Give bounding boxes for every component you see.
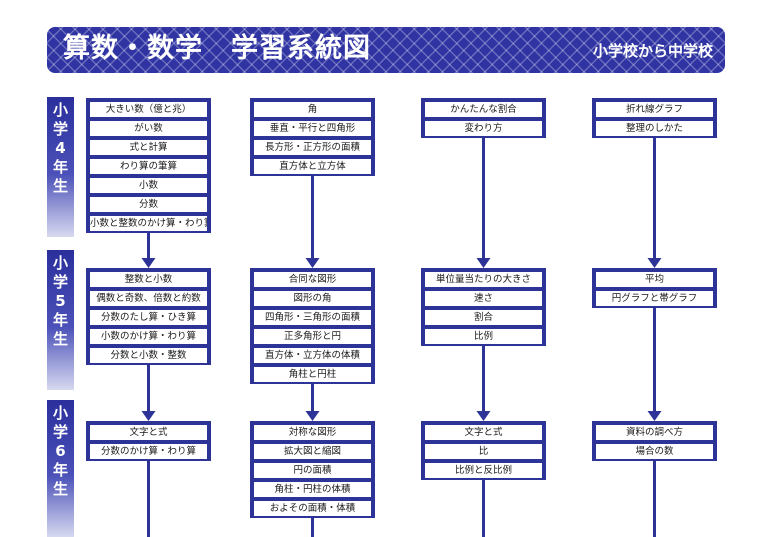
grade-char: 5 [55,292,66,310]
topic-group: 文字と式比比例と反比例 [421,421,546,480]
topic-box: 直方体・立方体の体積 [254,348,371,363]
page-subtitle: 小学校から中学校 [592,42,713,60]
header-banner: 算数・数学 学習系統図 小学校から中学校 [47,27,725,73]
grade-label-4: 小 学 4 年 生 [47,97,74,237]
topic-box: 変わり方 [425,121,542,136]
topic-box: 文字と式 [90,425,207,440]
topic-box: 小数と整数のかけ算・わり算 [90,216,207,231]
topic-box: 大きい数（億と兆） [90,102,207,117]
topic-box: 長方形・正方形の面積 [254,140,371,155]
page-title: 算数・数学 学習系統図 [63,33,371,64]
topic-box: 整数と小数 [90,272,207,287]
arrow-head [476,411,491,421]
grade-char: 学 [52,120,68,138]
topic-box: 対称な図形 [254,425,371,440]
topic-group: 整数と小数偶数と奇数、倍数と約数分数のたし算・ひき算小数のかけ算・わり算分数と小… [86,268,211,365]
grade-label-6: 小 学 6 年 生 [47,400,74,537]
topic-box: 式と計算 [90,140,207,155]
grade-char: 年 [52,461,68,479]
topic-box: 円グラフと帯グラフ [596,291,713,306]
topic-box: 偶数と奇数、倍数と約数 [90,291,207,306]
topic-box: 整理のしかた [596,121,713,136]
grade-char: 小 [52,404,68,422]
topic-group: 資料の調べ方場合の数 [592,421,717,461]
arrow-head [647,258,662,268]
topic-group: 大きい数（億と兆） がい数式と計算わり算の筆算小数分数小数と整数のかけ算・わり算 [86,98,211,233]
grade-char: 年 [52,311,68,329]
topic-group: 合同な図形図形の角四角形・三角形の面積正多角形と円直方体・立方体の体積角柱と円柱 [250,268,375,384]
arrow-head [476,258,491,268]
topic-box: 直方体と立方体 [254,159,371,174]
grade-char: 学 [52,273,68,291]
grade-char: 小 [52,254,68,272]
topic-box: 小数のかけ算・わり算 [90,329,207,344]
grade-char: 年 [52,158,68,176]
topic-box: 比 [425,444,542,459]
grade-char: 4 [55,139,66,157]
grade-char: 生 [52,480,68,498]
grade-char: 小 [52,101,68,119]
topic-box: わり算の筆算 [90,159,207,174]
arrow-head [305,411,320,421]
topic-box: 角 [254,102,371,117]
topic-box: 文字と式 [425,425,542,440]
topic-box: 場合の数 [596,444,713,459]
topic-group: 対称な図形拡大図と縮図円の面積角柱・円柱の体積およその面積・体積 [250,421,375,518]
arrow-head [305,258,320,268]
topic-box: 分数のたし算・ひき算 [90,310,207,325]
topic-box: 分数 [90,197,207,212]
topic-box: 割合 [425,310,542,325]
topic-box: 角柱と円柱 [254,367,371,382]
topic-box: がい数 [90,121,207,136]
topic-box: 拡大図と縮図 [254,444,371,459]
topic-group: 折れ線グラフ整理のしかた [592,98,717,138]
topic-box: 比例 [425,329,542,344]
topic-box: 比例と反比例 [425,463,542,478]
topic-box: 合同な図形 [254,272,371,287]
topic-box: 垂直・平行と四角形 [254,121,371,136]
arrow-head [141,258,156,268]
topic-box: 折れ線グラフ [596,102,713,117]
arrow-head [141,411,156,421]
topic-group: 文字と式分数のかけ算・わり算 [86,421,211,461]
topic-group: かんたんな割合変わり方 [421,98,546,138]
topic-box: かんたんな割合 [425,102,542,117]
arrow-head [647,411,662,421]
topic-group: 単位量当たりの大きさ速さ割合比例 [421,268,546,346]
topic-box: 円の面積 [254,463,371,478]
topic-box: 速さ [425,291,542,306]
topic-box: 分数と小数・整数 [90,348,207,363]
grade-char: 学 [52,423,68,441]
topic-box: 資料の調べ方 [596,425,713,440]
topic-group: 平均円グラフと帯グラフ [592,268,717,308]
grade-char: 生 [52,177,68,195]
topic-box: 小数 [90,178,207,193]
topic-box: 図形の角 [254,291,371,306]
grade-char: 6 [55,442,66,460]
topic-box: 分数のかけ算・わり算 [90,444,207,459]
topic-box: 平均 [596,272,713,287]
topic-box: 角柱・円柱の体積 [254,482,371,497]
topic-box: およその面積・体積 [254,501,371,516]
grade-char: 生 [52,330,68,348]
topic-box: 単位量当たりの大きさ [425,272,542,287]
topic-box: 正多角形と円 [254,329,371,344]
topic-box: 四角形・三角形の面積 [254,310,371,325]
grade-label-5: 小 学 5 年 生 [47,250,74,390]
topic-group: 角垂直・平行と四角形長方形・正方形の面積直方体と立方体 [250,98,375,176]
